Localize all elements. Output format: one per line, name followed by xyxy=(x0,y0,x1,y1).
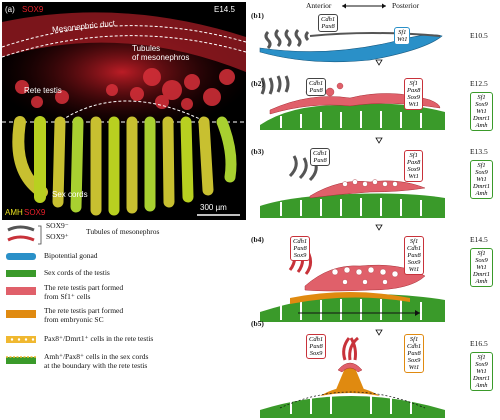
panel-b3-label: (b3) xyxy=(251,147,264,156)
legend-tubules: Tubules of mesonephros xyxy=(86,227,160,236)
legend-sox9-pos: SOX9⁺ xyxy=(46,232,69,241)
panel-b2-stage: E12.5 xyxy=(470,79,488,88)
tubules-label: Tubules of mesonephros xyxy=(132,44,190,62)
micrograph-panel: (a) SOX9 E14.5 Mesonephric duct Tubules … xyxy=(2,2,246,220)
rete-testis-label: Rete testis xyxy=(24,86,62,95)
legend-amh-pax8-line1: Amh⁺/Pax8⁺ cells in the sex cords xyxy=(44,352,149,361)
scale-bar-label: 300 µm xyxy=(200,203,227,212)
anterior-label: Anterior xyxy=(306,1,332,10)
sox9-marker-label-bottom: SOX9 xyxy=(24,208,46,217)
panel-b4-label: (b4) xyxy=(251,235,264,244)
amh-marker-label: AMH xyxy=(5,208,23,217)
legend-sex-cords: Sex cords of the testis xyxy=(44,268,110,277)
panel-b5-drawing xyxy=(260,336,445,418)
micrograph-image xyxy=(2,12,246,216)
legend-gonad: Bipotential gonad xyxy=(44,251,98,260)
panel-a-label: (a) xyxy=(5,5,15,14)
legend-rete-sc-line1: The rete testis part formed xyxy=(44,306,124,315)
legend-pax8-dmrt1: Pax8⁺/Dmrt1⁺ cells in the rete testis xyxy=(44,334,154,343)
legend-sox9-neg: SOX9⁻ xyxy=(46,221,69,230)
legend-swatches xyxy=(6,225,42,364)
panel-b1-label: (b1) xyxy=(251,11,264,20)
panel-b1-drawing xyxy=(259,28,443,66)
legend-rete-sc-line2: from embryonic SC xyxy=(44,315,104,324)
panel-b5-label: (b5) xyxy=(251,319,264,328)
panel-b4-stage: E14.5 xyxy=(470,235,488,244)
panel-b4-drawing xyxy=(260,247,445,336)
legend-rete-sf1-line2: from Sf1⁺ cells xyxy=(44,292,91,301)
sox9-marker-label: SOX9 xyxy=(22,5,44,14)
posterior-label: Posterior xyxy=(392,1,420,10)
panel-b2-label: (b2) xyxy=(251,79,264,88)
sex-cords-label: Sex cords xyxy=(52,190,88,199)
legend-amh-pax8-line2: at the boundary with the rete testis xyxy=(44,361,148,370)
legend-rete-sf1-line1: The rete testis part formed xyxy=(44,283,124,292)
panel-a-stage: E14.5 xyxy=(214,5,235,14)
diagram-panels xyxy=(259,3,445,418)
panel-b1-stage: E10.5 xyxy=(470,31,488,40)
panel-b3-stage: E13.5 xyxy=(470,147,488,156)
panel-b5-stage: E16.5 xyxy=(470,339,488,348)
legend: SOX9⁻ SOX9⁺ Tubules of mesonephros Bipot… xyxy=(2,221,248,418)
panel-b3-drawing xyxy=(260,155,445,231)
